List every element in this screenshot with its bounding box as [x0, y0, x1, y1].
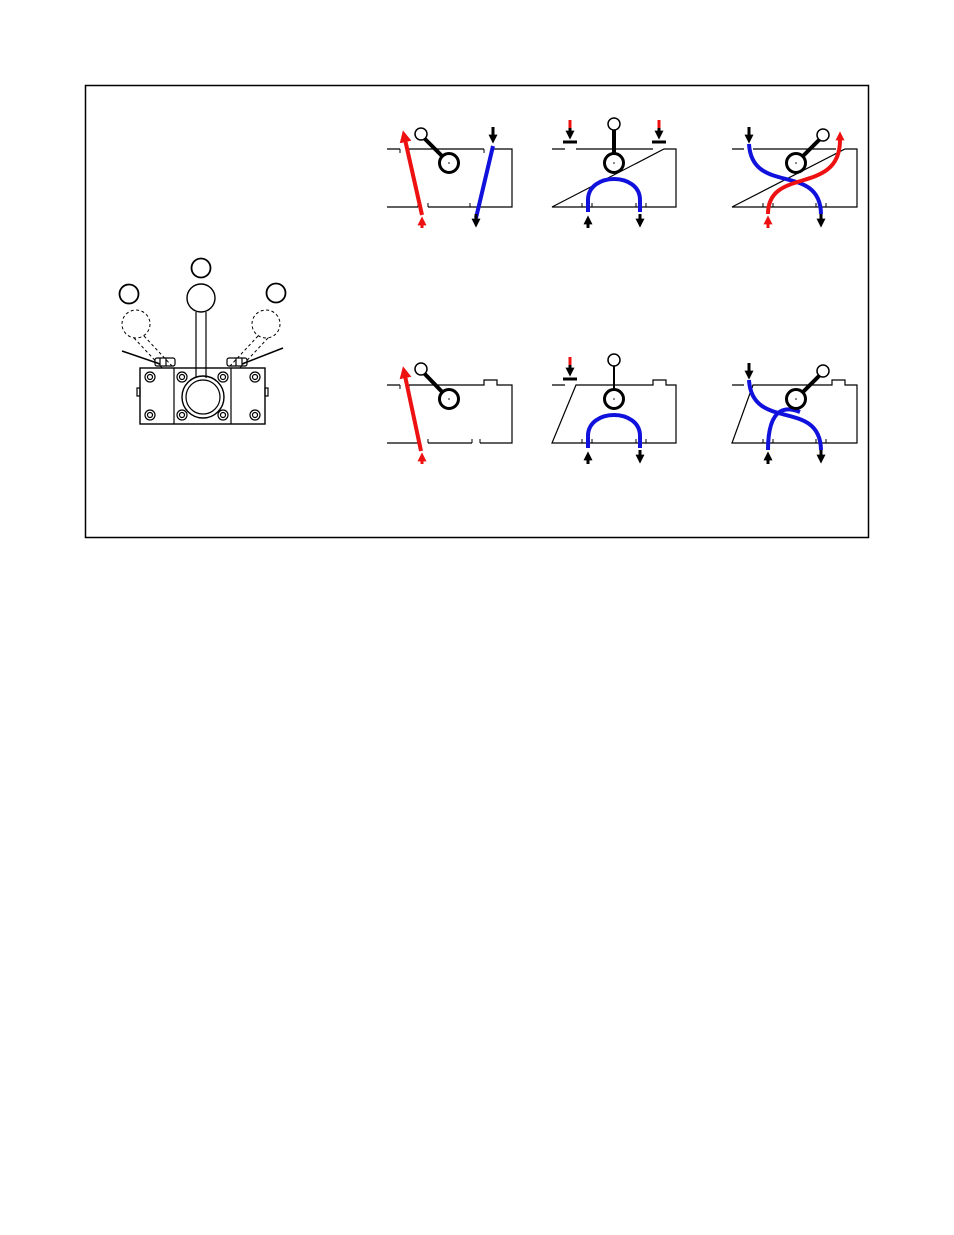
panel-bottom-left	[387, 363, 512, 464]
lever-knob-icon	[817, 365, 829, 377]
lever-knob-icon	[817, 129, 829, 141]
supply-flow	[404, 135, 422, 215]
lever-knob-icon	[415, 363, 427, 375]
lever-knob-icon	[608, 354, 620, 366]
panel-bottom-center	[552, 354, 676, 464]
return-flow	[749, 380, 821, 450]
panel-bottom-right	[732, 363, 857, 464]
lever-knob-center-icon	[192, 259, 211, 278]
lever-knob-icon	[415, 128, 427, 140]
panel-top-right	[732, 127, 857, 228]
panel-top-left	[387, 127, 512, 228]
valve-assembly-icon	[120, 259, 286, 425]
supply-flow	[404, 371, 421, 451]
lever-knob-right-icon	[267, 284, 286, 303]
lever-knob-icon	[608, 118, 620, 130]
panel-top-center	[552, 118, 676, 228]
lever-knob-left-icon	[120, 285, 139, 304]
